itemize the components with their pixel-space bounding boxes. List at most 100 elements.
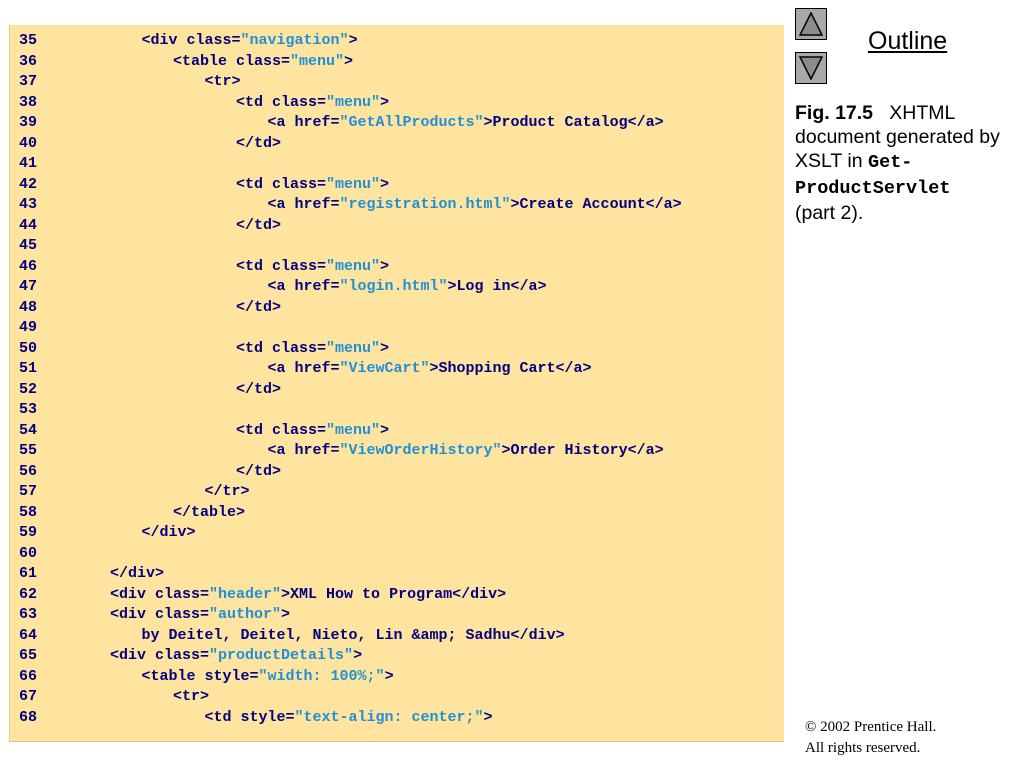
code-token: <a href= xyxy=(267,114,340,131)
code-token: </td> xyxy=(236,134,282,152)
code-string: "ViewCart" xyxy=(339,360,430,377)
code-token: >Create Account</a> xyxy=(510,196,682,213)
code-text: <td class="menu"> xyxy=(236,175,389,195)
code-string: "login.html" xyxy=(339,278,448,295)
code-token: > xyxy=(380,257,390,275)
line-number: 67 xyxy=(19,688,38,705)
code-text: </td> xyxy=(236,216,281,236)
caption-part: (part 2). xyxy=(795,202,864,224)
line-number: 57 xyxy=(19,483,38,500)
code-token: <tr> xyxy=(204,73,241,90)
caption-code-servlet: ProductServlet xyxy=(795,178,951,199)
line-number: 47 xyxy=(19,278,38,295)
code-token: >Log in</a> xyxy=(447,278,547,295)
code-token: <td class= xyxy=(236,257,327,275)
code-token: >Order History</a> xyxy=(501,442,664,459)
code-text: </div> xyxy=(142,523,196,543)
code-token: > xyxy=(380,339,390,357)
code-token: </td> xyxy=(236,216,282,234)
code-string: "ViewOrderHistory" xyxy=(339,442,502,459)
line-number: 42 xyxy=(19,175,38,193)
code-token: <div class= xyxy=(110,606,210,623)
next-slide-button[interactable] xyxy=(795,52,827,84)
line-number: 68 xyxy=(19,708,38,726)
code-string: "GetAllProducts" xyxy=(339,114,484,131)
code-text: <td class="menu"> xyxy=(236,257,389,277)
code-text: <div class="navigation"> xyxy=(142,31,358,51)
code-text: <div class="header">XML How to Program</… xyxy=(110,585,506,605)
line-number: 61 xyxy=(19,565,38,582)
code-text: </td> xyxy=(236,298,281,318)
line-number: 36 xyxy=(19,52,38,70)
line-number: 54 xyxy=(19,421,38,439)
code-text: <a href="ViewCart">Shopping Cart</a> xyxy=(268,359,592,379)
code-token: > xyxy=(483,708,493,726)
code-token: >XML How to Program</div> xyxy=(281,585,507,603)
line-number: 65 xyxy=(19,647,38,664)
code-token: </td> xyxy=(236,298,282,316)
code-string: "width: 100%;" xyxy=(258,667,385,685)
line-number: 45 xyxy=(19,237,38,254)
figure-caption: Fig. 17.5 XHTML document generated by XS… xyxy=(795,101,1017,225)
code-token: <div class= xyxy=(141,32,241,49)
code-text: <div class="author"> xyxy=(110,605,290,625)
code-text: <table class="menu"> xyxy=(173,52,353,72)
triangle-up-icon xyxy=(799,12,823,36)
code-string: "menu" xyxy=(326,421,381,439)
line-number: 49 xyxy=(19,319,38,336)
code-string: "registration.html" xyxy=(339,196,511,213)
code-token: by Deitel, Deitel, Nieto, Lin &amp; Sadh… xyxy=(141,626,565,644)
line-number: 64 xyxy=(19,626,38,644)
code-token: <div class= xyxy=(110,647,210,664)
line-number: 63 xyxy=(19,606,38,623)
code-text: <a href="GetAllProducts">Product Catalog… xyxy=(268,113,664,133)
line-number: 52 xyxy=(19,380,38,398)
code-string: "header" xyxy=(209,585,282,603)
line-number: 41 xyxy=(19,155,38,172)
code-string: "author" xyxy=(209,606,282,623)
line-number: 43 xyxy=(19,196,38,213)
code-token: <td class= xyxy=(236,175,327,193)
code-token: <a href= xyxy=(267,278,340,295)
line-number: 66 xyxy=(19,667,38,685)
code-string: "productDetails" xyxy=(209,647,354,664)
line-number: 59 xyxy=(19,524,38,541)
code-token: <table class= xyxy=(173,52,291,70)
code-listing: 35<div class="navigation">36<table class… xyxy=(9,25,784,742)
line-number: 55 xyxy=(19,442,38,459)
line-number: 44 xyxy=(19,216,38,234)
copyright-notice: © 2002 Prentice Hall. All rights reserve… xyxy=(805,717,1015,759)
line-number: 48 xyxy=(19,298,38,316)
code-string: "menu" xyxy=(326,257,381,275)
caption-code: Get- xyxy=(867,152,913,173)
line-number: 58 xyxy=(19,503,38,521)
code-token: </td> xyxy=(236,462,282,480)
code-token: <td class= xyxy=(236,339,327,357)
code-token: <div class= xyxy=(110,585,210,603)
rights-line: All rights reserved. xyxy=(805,740,921,756)
line-number: 35 xyxy=(19,32,38,49)
code-token: </div> xyxy=(110,565,165,582)
code-string: "navigation" xyxy=(240,32,349,49)
line-number: 39 xyxy=(19,114,38,131)
previous-slide-button[interactable] xyxy=(795,8,827,40)
code-token: >Product Catalog</a> xyxy=(483,114,664,131)
code-token: </table> xyxy=(173,503,246,521)
code-string: "menu" xyxy=(326,339,381,357)
line-number: 38 xyxy=(19,93,38,111)
code-text: <a href="ViewOrderHistory">Order History… xyxy=(268,441,664,461)
code-text: by Deitel, Deitel, Nieto, Lin &amp; Sadh… xyxy=(142,626,565,646)
code-text: <a href="login.html">Log in</a> xyxy=(268,277,547,297)
copyright-line: © 2002 Prentice Hall. xyxy=(805,719,937,735)
outline-link[interactable]: Outline xyxy=(868,27,948,55)
code-token: <td class= xyxy=(236,93,327,111)
code-text: <table style="width: 100%;"> xyxy=(142,667,394,687)
code-token: > xyxy=(380,175,390,193)
line-number: 50 xyxy=(19,339,38,357)
code-token: >Shopping Cart</a> xyxy=(429,360,592,377)
code-text: <a href="registration.html">Create Accou… xyxy=(268,195,682,215)
code-string: "menu" xyxy=(326,93,381,111)
triangle-down-icon xyxy=(799,56,823,80)
code-token: <td class= xyxy=(236,421,327,439)
line-number: 46 xyxy=(19,257,38,275)
